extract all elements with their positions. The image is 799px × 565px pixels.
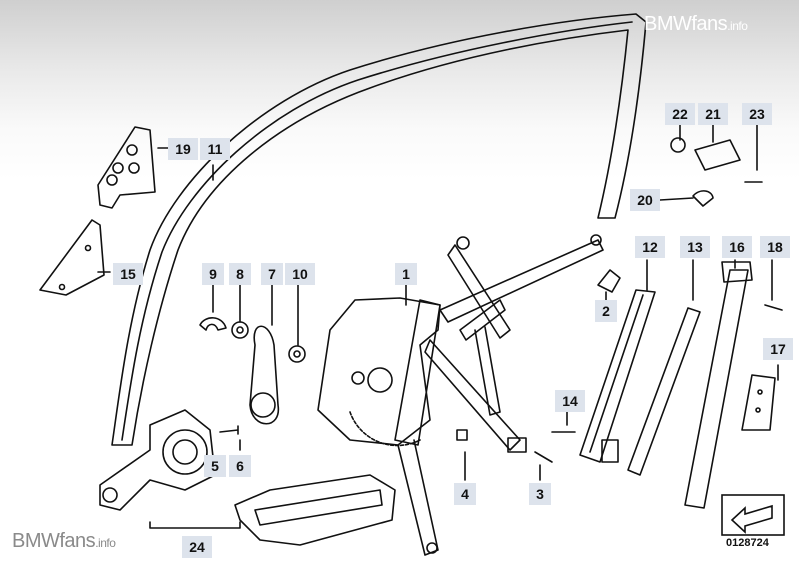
guide-rail-16 [684,269,749,509]
callout-19[interactable]: 19 [168,138,198,160]
nut-part-22 [670,137,686,153]
guide-rail-13 [627,307,701,476]
control-unit [234,474,396,546]
nut-part-10 [288,345,306,363]
guide-rail-12 [579,289,656,463]
callout-13[interactable]: 13 [680,236,710,258]
return-arrow-icon [730,504,773,534]
watermark-bottom: BMWfans.info [12,530,116,552]
callout-16[interactable]: 16 [722,236,752,258]
callout-8[interactable]: 8 [229,263,251,285]
callout-1[interactable]: 1 [395,263,417,285]
screw-part-3 [534,451,553,463]
drive-belt [249,325,279,425]
reference-number: 0128724 [726,537,769,549]
callout-10[interactable]: 10 [285,263,315,285]
watermark-top: BMWfans.info [644,13,748,35]
mirror-triangle-cover [97,126,156,209]
callout-17[interactable]: 17 [763,338,793,360]
callout-23[interactable]: 23 [742,103,772,125]
clip-part-9 [199,317,227,331]
callout-7[interactable]: 7 [261,263,283,285]
callout-3[interactable]: 3 [529,483,551,505]
callout-24[interactable]: 24 [182,536,212,558]
window-frame-seal [111,13,647,446]
callout-14[interactable]: 14 [555,390,585,412]
clip-part-20 [692,190,714,207]
nut-part-4 [456,429,468,441]
callout-18[interactable]: 18 [760,236,790,258]
screw-part-18 [764,304,783,311]
callout-21[interactable]: 21 [698,103,728,125]
callout-11[interactable]: 11 [200,138,230,160]
callout-5[interactable]: 5 [204,455,226,477]
bracket-part-2 [597,269,621,293]
callout-20[interactable]: 20 [630,189,660,211]
callout-12[interactable]: 12 [635,236,665,258]
callout-6[interactable]: 6 [229,455,251,477]
bracket-part-21 [694,139,741,171]
callout-2[interactable]: 2 [595,300,617,322]
screw-part-6 [219,425,239,435]
callout-15[interactable]: 15 [113,263,143,285]
callout-22[interactable]: 22 [665,103,695,125]
callout-9[interactable]: 9 [202,263,224,285]
callout-4[interactable]: 4 [454,483,476,505]
lock-part-17 [741,374,776,431]
bush-part-8 [231,321,249,339]
return-arrow-box [721,494,785,536]
inner-triangle-cover [39,219,105,296]
